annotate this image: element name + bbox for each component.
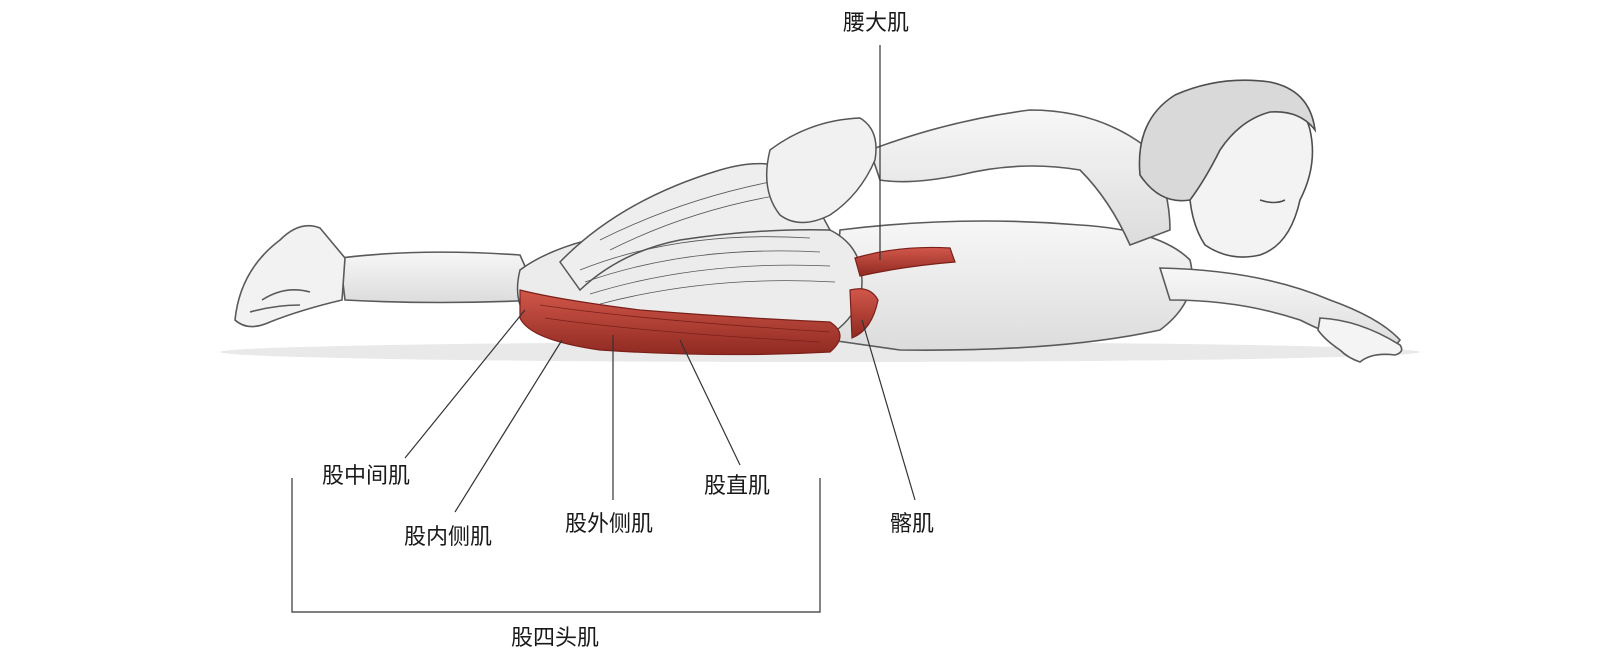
leader-vastus-medialis [454,339,563,513]
leader-lines [291,45,916,613]
shoe [234,224,346,328]
highlighted-muscles [519,246,956,356]
label-psoas: 腰大肌 [843,11,910,36]
leader-iliacus [861,319,916,501]
bent-arm [868,109,1171,247]
label-vastus-lateralis: 股外侧肌 [565,512,654,537]
label-vastus-intermedius: 股中间肌 [322,464,411,489]
hand [1317,317,1403,363]
label-quadriceps: 股四头肌 [511,626,600,651]
held-foot [765,117,877,224]
iliacus-muscle [849,288,879,339]
extended-leg [234,224,542,328]
leader-vastus-intermedius [404,309,526,459]
leader-rectus-femoris [679,339,741,466]
label-iliacus: 髂肌 [890,512,935,537]
label-vastus-medialis: 股内侧肌 [404,525,493,550]
label-rectus-femoris: 股直肌 [704,474,771,499]
head [1138,79,1317,258]
torso [829,220,1403,363]
hair [1138,79,1317,202]
quadriceps-bracket [291,478,821,613]
